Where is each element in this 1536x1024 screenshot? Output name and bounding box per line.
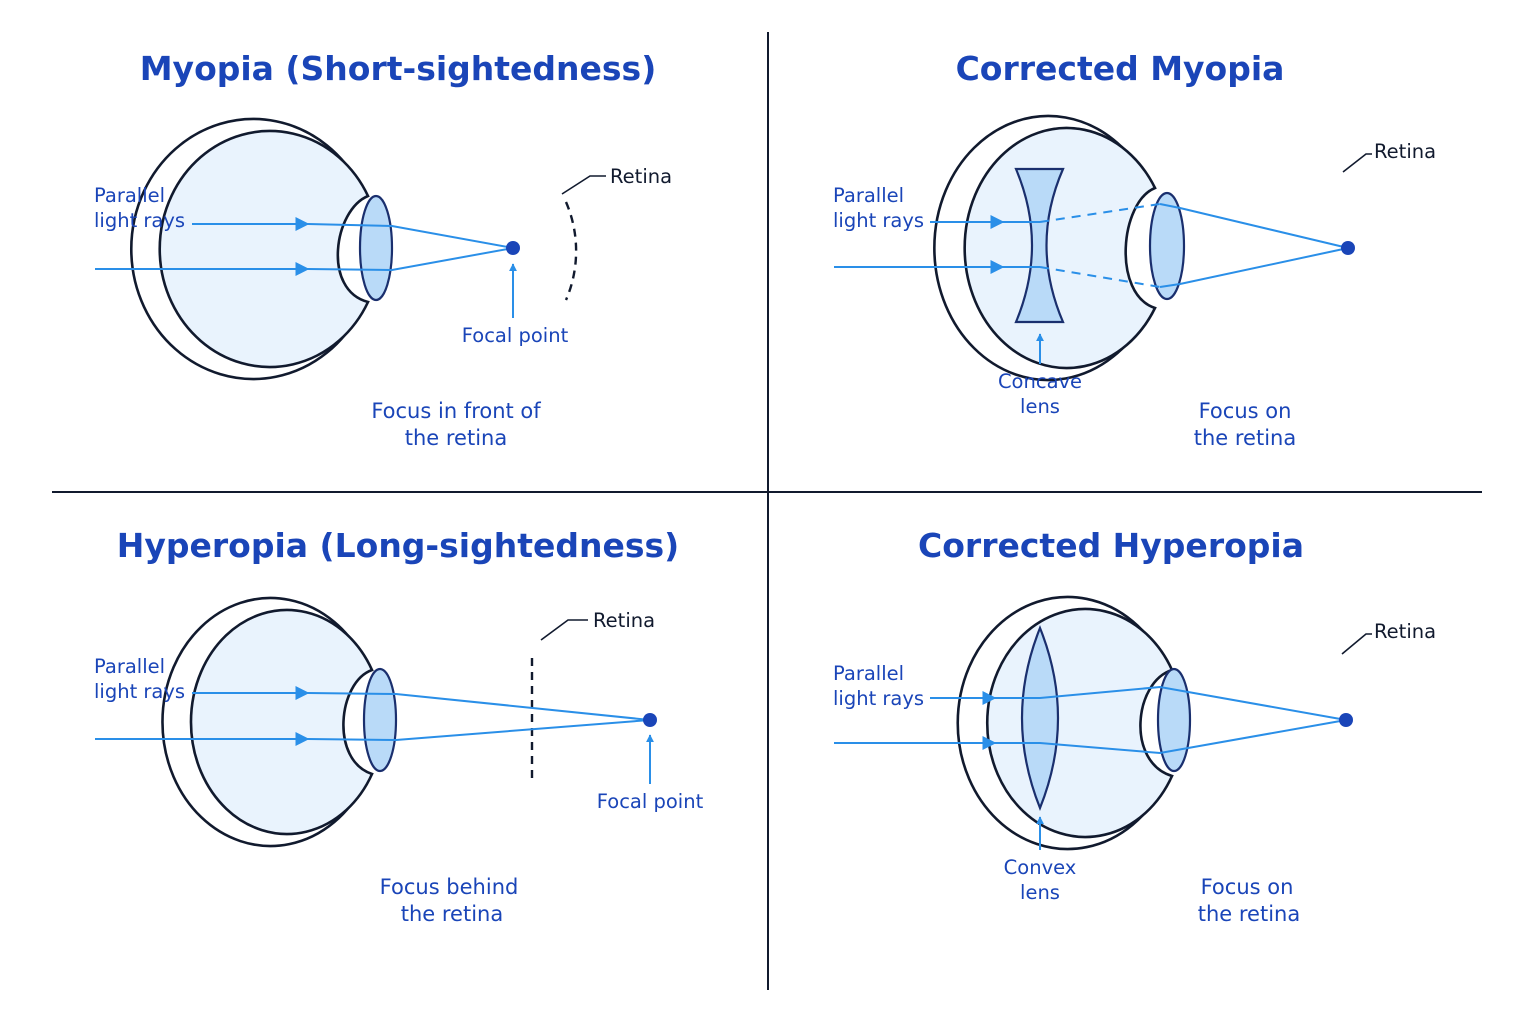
eye (933, 114, 1186, 382)
ray-path-bottom (1159, 247, 1349, 288)
caption-line1: Focus in front of (371, 399, 541, 423)
eye (130, 117, 578, 381)
rays-label-line2: light rays (833, 209, 924, 232)
retina-leader (540, 619, 588, 641)
rays-label: Parallel (94, 184, 165, 207)
rays-label-line2: light rays (94, 209, 185, 232)
retina-label: Retina (610, 165, 672, 188)
panel-title: Corrected Myopia (956, 49, 1285, 88)
caption-line2: the retina (405, 426, 507, 450)
lens-label-line2: lens (1020, 881, 1060, 904)
focal-point-dot (1339, 713, 1353, 727)
lens-label-line1: Concave (998, 370, 1082, 393)
focal-point-dot (643, 713, 657, 727)
caption-line2: the retina (1198, 902, 1300, 926)
retina-leader (1341, 633, 1372, 655)
concave-lens (1014, 167, 1065, 324)
ray-path-bottom (307, 719, 651, 742)
diverging-ray-top (1039, 203, 1161, 223)
rays-label: Parallel (833, 184, 904, 207)
focal-point-label: Focal point (462, 324, 569, 347)
caption-line1: Focus on (1199, 399, 1292, 423)
panel-title: Corrected Hyperopia (918, 526, 1304, 565)
cornea-inner (158, 129, 370, 369)
convex-lens (1020, 625, 1060, 811)
panel-hyperopia: Hyperopia (Long-sightedness) Parallel li… (94, 526, 704, 926)
eye (956, 595, 1192, 851)
caption-line2: the retina (401, 902, 503, 926)
rays-label-line2: light rays (94, 680, 185, 703)
retina-label: Retina (1374, 620, 1436, 643)
eye-lens (1148, 191, 1186, 301)
focal-point-dot (1341, 241, 1355, 255)
caption-line1: Focus behind (380, 875, 519, 899)
cornea-inner (986, 607, 1174, 839)
panel-corrected-hyperopia: Corrected Hyperopia Parallel light rays … (833, 526, 1436, 926)
caption-line1: Focus on (1201, 875, 1294, 899)
retina-label: Retina (1374, 140, 1436, 163)
ray-path-bottom (995, 719, 1347, 755)
ray-path-top (995, 685, 1347, 721)
eye-lens (1156, 667, 1192, 773)
rays-label-line2: light rays (833, 687, 924, 710)
ray-path-bottom (307, 247, 514, 272)
diverging-ray-bottom (1039, 266, 1161, 288)
rays-label: Parallel (833, 662, 904, 685)
ray-path-top (307, 223, 514, 249)
panel-myopia: Myopia (Short-sightedness) Parallel ligh… (94, 49, 672, 450)
rays-label: Parallel (94, 655, 165, 678)
ray-path-top (307, 692, 651, 721)
panel-title: Myopia (Short-sightedness) (140, 49, 657, 88)
panel-corrected-myopia: Corrected Myopia Parallel light rays Ret… (833, 49, 1436, 450)
retina-label: Retina (593, 609, 655, 632)
retina-leader (561, 175, 606, 195)
cornea-inner (189, 608, 374, 836)
eye-lens (362, 667, 398, 773)
focal-point-dot (506, 241, 520, 255)
focal-point-label: Focal point (597, 790, 704, 813)
caption-line2: the retina (1194, 426, 1296, 450)
ray-path-top (1159, 203, 1349, 249)
cornea-inner (963, 126, 1157, 370)
panel-title: Hyperopia (Long-sightedness) (117, 526, 679, 565)
retina-dashed-line (564, 201, 578, 301)
retina-leader (1342, 153, 1372, 173)
lens-label-line2: lens (1020, 395, 1060, 418)
lens-label-line1: Convex (1004, 856, 1077, 879)
eye-lens (358, 194, 394, 302)
eye (161, 596, 534, 848)
